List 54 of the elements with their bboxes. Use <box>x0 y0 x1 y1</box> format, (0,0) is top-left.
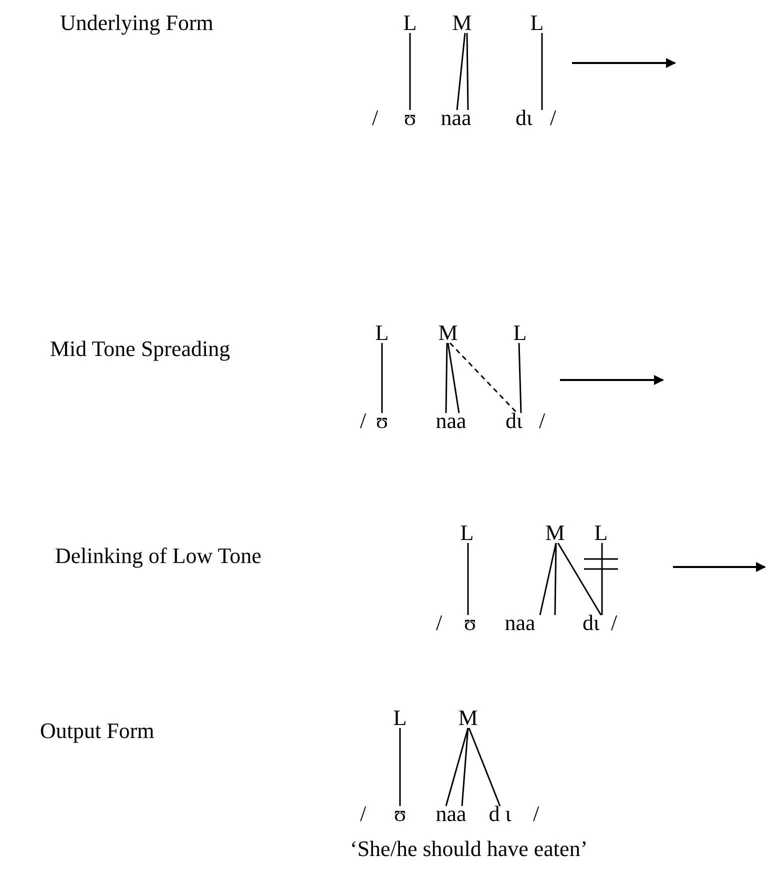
association-line <box>456 32 466 110</box>
tone-letter: L <box>513 322 527 344</box>
stage-label: Output Form <box>40 720 154 742</box>
association-line <box>467 543 469 615</box>
association-line <box>468 728 501 806</box>
slash-mark: / <box>360 410 366 432</box>
tone-letter: M <box>438 322 458 344</box>
association-line <box>399 728 401 806</box>
gloss-text: ‘She/he should have eaten’ <box>350 838 588 860</box>
association-line <box>381 343 383 413</box>
association-line <box>461 728 469 806</box>
stage-label: Mid Tone Spreading <box>50 338 230 360</box>
syllable-text: ʊ <box>404 107 416 129</box>
slash-mark: / <box>360 803 366 825</box>
dashed-association-line <box>449 342 518 414</box>
syllable-text: ʊ <box>376 410 388 432</box>
slash-mark: / <box>550 107 556 129</box>
association-line <box>601 543 603 615</box>
syllable-text: naa <box>504 612 536 634</box>
association-line <box>541 33 543 110</box>
association-line <box>557 542 602 616</box>
syllable-text: dι <box>506 410 522 432</box>
association-line <box>518 342 522 414</box>
tone-letter: L <box>460 522 474 544</box>
tone-letter: L <box>594 522 608 544</box>
association-line <box>445 342 448 414</box>
slash-mark: / <box>611 612 618 634</box>
association-line <box>447 342 460 414</box>
tone-letter: L <box>375 322 389 344</box>
syllable-text: dι <box>516 107 532 129</box>
stage-label: Delinking of Low Tone <box>55 545 262 567</box>
slash-mark: / <box>436 612 442 634</box>
slash-mark: / <box>372 107 378 129</box>
syllable-text: dι <box>582 612 600 634</box>
syllable-text: ʊ <box>394 803 406 825</box>
association-line <box>539 542 557 616</box>
syllable-text: d ι <box>488 803 512 825</box>
stage-label: Underlying Form <box>60 12 214 34</box>
association-line <box>409 33 411 110</box>
slash-mark: / <box>533 803 540 825</box>
syllable-text: ʊ <box>464 612 476 634</box>
tone-letter: M <box>545 522 565 544</box>
tone-letter: L <box>530 12 544 34</box>
tone-letter: M <box>452 12 472 34</box>
syllable-text: naa <box>440 107 472 129</box>
syllable-text: naa <box>436 803 466 825</box>
tone-letter: L <box>393 707 407 729</box>
slash-mark: / <box>539 410 546 432</box>
association-line <box>445 728 469 806</box>
tone-letter: L <box>403 12 417 34</box>
tone-letter: M <box>458 707 478 729</box>
association-line <box>466 32 469 110</box>
syllable-text: naa <box>436 410 466 432</box>
association-line <box>554 542 557 616</box>
